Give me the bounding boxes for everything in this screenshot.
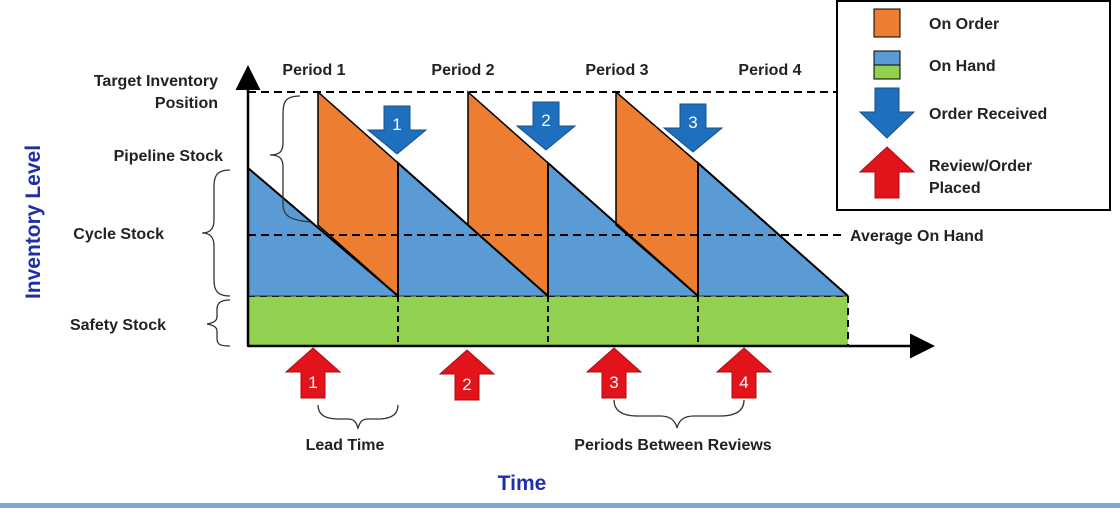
period-label-3: Period 3 (585, 62, 648, 79)
legend: On Order On Hand Order Received Review/O… (836, 0, 1111, 211)
target-inventory-label-2: Position (155, 95, 218, 112)
order-received-number: 3 (688, 113, 697, 132)
legend-on-hand-swatch-bottom (873, 64, 901, 80)
average-on-hand-label: Average On Hand (850, 228, 984, 245)
periods-between-reviews-brace (613, 399, 745, 429)
legend-review-label-2: Placed (929, 180, 981, 197)
bottom-divider-bar (0, 503, 1120, 508)
inventory-position-line (247, 160, 849, 299)
y-axis-title: Inventory Level (22, 145, 45, 299)
order-received-arrow-2: 2 (515, 101, 577, 151)
review-number: 3 (609, 373, 618, 392)
legend-on-order-swatch (873, 8, 901, 38)
legend-on-hand-label: On Hand (929, 58, 996, 75)
review-arrow-1: 1 (284, 347, 342, 399)
safety-stock-brace (206, 299, 231, 347)
arrow-down-icon (662, 103, 724, 153)
target-inventory-label: Target Inventory (94, 73, 218, 90)
review-number: 1 (308, 373, 317, 392)
safety-stock-label: Safety Stock (70, 317, 166, 334)
order-received-arrow-1: 1 (366, 105, 428, 155)
arrow-up-icon (438, 349, 496, 401)
legend-review-label: Review/Order (929, 158, 1032, 175)
review-arrow-3: 3 (585, 347, 643, 399)
arrow-up-icon (585, 347, 643, 399)
arrow-up-icon (715, 347, 773, 399)
periods-between-reviews-label: Periods Between Reviews (574, 437, 772, 454)
arrow-up-icon (858, 146, 916, 199)
cycle-stock-label: Cycle Stock (73, 226, 164, 243)
arrow-down-icon (366, 105, 428, 155)
order-received-arrow-3: 3 (662, 103, 724, 153)
period-label-2: Period 2 (431, 62, 494, 79)
cycle-stock-brace (201, 169, 231, 297)
pipeline-stock-label: Pipeline Stock (114, 148, 223, 165)
review-arrow-4: 4 (715, 347, 773, 399)
arrow-up-icon (284, 347, 342, 399)
legend-on-order-label: On Order (929, 16, 999, 33)
pipeline-stock-brace (269, 95, 311, 223)
review-arrow-2: 2 (438, 349, 496, 401)
period-label-4: Period 4 (738, 62, 801, 79)
x-axis-title: Time (498, 472, 547, 495)
arrow-down-icon (515, 101, 577, 151)
review-number: 4 (739, 373, 748, 392)
review-number: 2 (462, 375, 471, 394)
order-received-number: 1 (392, 115, 401, 134)
legend-on-hand-swatch-top (873, 50, 901, 66)
order-received-number: 2 (541, 111, 550, 130)
period-label-1: Period 1 (282, 62, 345, 79)
lead-time-label: Lead Time (306, 437, 385, 454)
legend-order-received-label: Order Received (929, 106, 1047, 123)
arrow-down-icon (858, 87, 916, 139)
lead-time-brace (317, 404, 399, 431)
